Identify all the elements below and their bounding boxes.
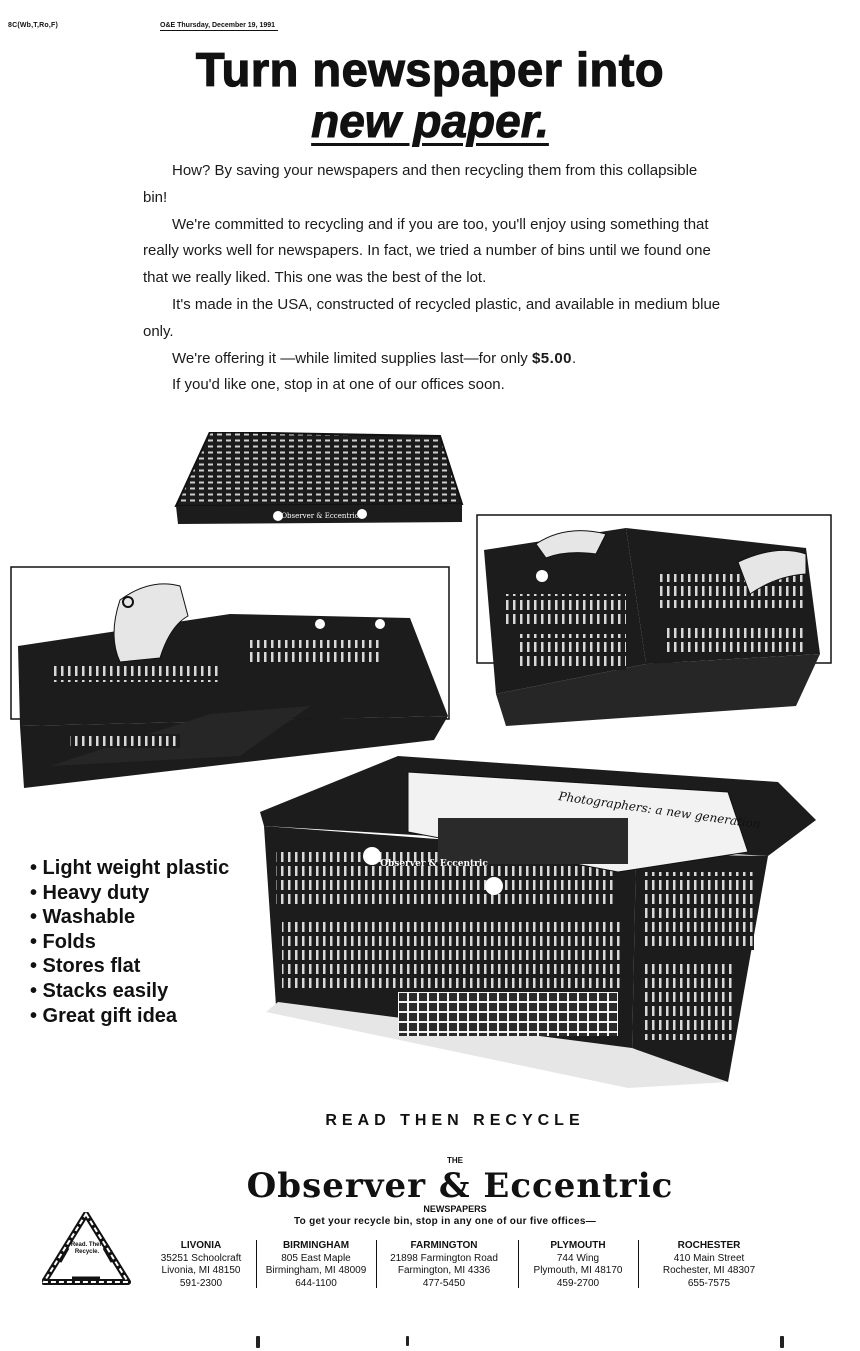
office-phone: 591-2300 xyxy=(179,1277,223,1289)
office-street: 805 East Maple xyxy=(281,1252,351,1264)
paragraph-1: How? By saving your newspapers and then … xyxy=(143,162,698,206)
photo-folded-bin: Observer & Eccentric xyxy=(170,432,465,530)
office-city: Farmington, MI 4336 xyxy=(397,1265,491,1276)
feature-item: • Stores flat xyxy=(30,955,141,978)
page-folio: 8C(Wb,T,Ro,F) xyxy=(8,22,59,29)
office-street: 744 Wing xyxy=(556,1252,600,1264)
recycle-logo: Read. Then Recycle. xyxy=(41,1211,132,1291)
features-list: • Light weight plastic • Heavy duty • Wa… xyxy=(30,856,229,1028)
scan-mark xyxy=(256,1336,260,1348)
feature-item: • Folds xyxy=(30,930,96,953)
paragraph-2: We're committed to recycling and if you … xyxy=(143,215,711,287)
price: $5.00 xyxy=(531,349,573,367)
scan-mark xyxy=(406,1336,409,1346)
office-farmington: FARMINGTON 21898 Farmington Road Farming… xyxy=(384,1240,504,1290)
office-phone: 477-5450 xyxy=(422,1277,466,1289)
masthead-the: THE xyxy=(447,1156,463,1165)
office-city: Birmingham, MI 48009 xyxy=(265,1265,367,1276)
office-phone: 459-2700 xyxy=(556,1277,600,1289)
office-livonia: LIVONIA 35251 Schoolcraft Livonia, MI 48… xyxy=(142,1240,260,1290)
photo-collapsing-bin xyxy=(10,566,452,792)
feature-item: • Light weight plastic xyxy=(30,857,230,879)
tagline: READ THEN RECYCLE xyxy=(325,1112,585,1129)
dateline: O&E Thursday, December 19, 1991 xyxy=(160,22,278,31)
feature-item: • Stacks easily xyxy=(30,979,169,1002)
office-name: ROCHESTER xyxy=(677,1240,741,1251)
office-street: 21898 Farmington Road xyxy=(390,1252,498,1264)
office-phone: 644-1100 xyxy=(295,1277,337,1289)
offer-end: . xyxy=(572,349,577,367)
office-prompt: To get your recycle bin, stop in any one… xyxy=(293,1216,597,1227)
office-city: Plymouth, MI 48170 xyxy=(533,1265,623,1276)
recycle-logo-text: Read. Then Recycle. xyxy=(70,1242,104,1255)
scan-mark xyxy=(780,1336,784,1348)
headline-underlined: new paper. xyxy=(311,95,550,147)
offer-text: We're offering it —while limited supplie… xyxy=(172,349,532,367)
office-phone: 655-7575 xyxy=(687,1277,731,1289)
masthead: Observer & Eccentric xyxy=(246,1166,674,1206)
bin-brand-label-large: Observer & Eccentric xyxy=(380,859,488,869)
paragraph-3: It's made in the USA, constructed of rec… xyxy=(143,295,721,340)
office-divider xyxy=(638,1240,639,1288)
feature-item: • Heavy duty xyxy=(30,881,150,904)
headline: Turn newspaper into xyxy=(195,43,665,96)
office-city: Rochester, MI 48307 xyxy=(662,1265,756,1276)
masthead-subtitle: NEWSPAPERS xyxy=(423,1204,487,1214)
photo-unfolding-bin xyxy=(476,514,832,750)
office-divider xyxy=(376,1240,377,1288)
feature-item: • Great gift idea xyxy=(30,1004,178,1027)
bin-brand-label: Observer & Eccentric xyxy=(281,512,358,520)
office-birmingham: BIRMINGHAM 805 East Maple Birmingham, MI… xyxy=(257,1240,375,1290)
office-street: 410 Main Street xyxy=(673,1252,745,1264)
office-street: 35251 Schoolcraft xyxy=(160,1252,242,1264)
office-name: PLYMOUTH xyxy=(550,1240,606,1251)
paragraph-5: If you'd like one, stop in at one of our… xyxy=(172,376,505,394)
office-divider xyxy=(256,1240,257,1288)
office-rochester: ROCHESTER 410 Main Street Rochester, MI … xyxy=(648,1240,770,1290)
office-name: LIVONIA xyxy=(180,1240,222,1251)
body-copy: How? By saving your newspapers and then … xyxy=(143,158,723,399)
feature-item: • Washable xyxy=(30,906,136,929)
office-name: BIRMINGHAM xyxy=(282,1240,350,1251)
office-city: Livonia, MI 48150 xyxy=(161,1265,241,1276)
office-divider xyxy=(518,1240,519,1288)
office-name: FARMINGTON xyxy=(410,1240,478,1251)
office-plymouth: PLYMOUTH 744 Wing Plymouth, MI 48170 459… xyxy=(520,1240,636,1290)
paragraph-4: We're offering it —while limited supplie… xyxy=(143,346,723,373)
photo-bin-with-newspapers: Photographers: a new generation Observer… xyxy=(258,752,818,1108)
